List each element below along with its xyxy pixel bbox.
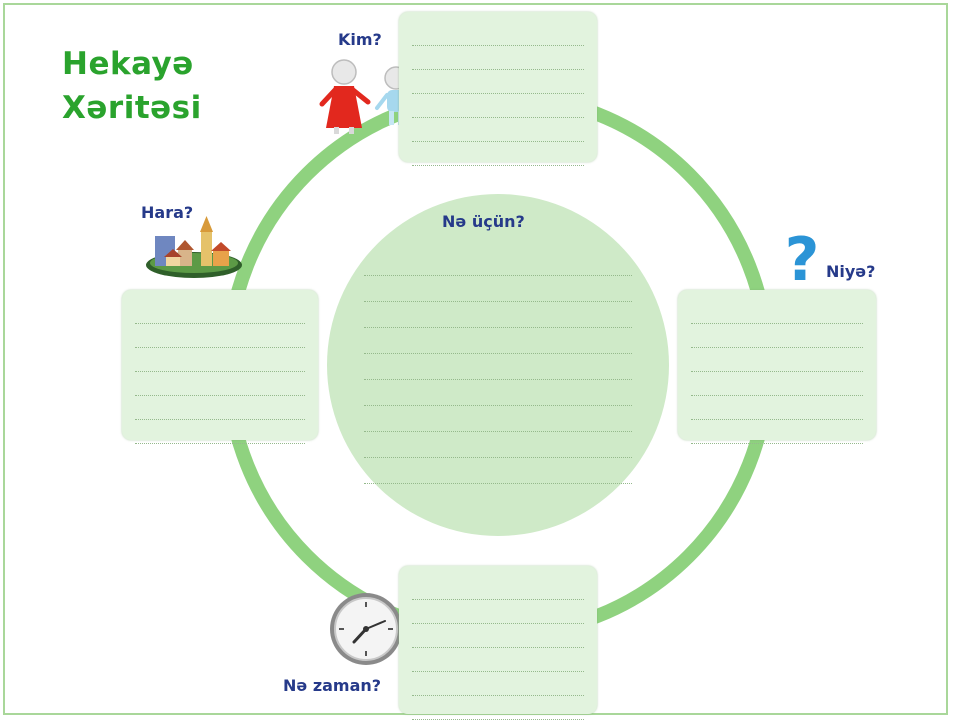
writing-line	[135, 420, 305, 444]
writing-lines	[412, 22, 584, 166]
writing-line	[691, 324, 863, 348]
writing-lines	[691, 300, 863, 444]
question-mark-icon: ?	[785, 225, 820, 295]
writing-line	[412, 672, 584, 696]
writing-line	[135, 372, 305, 396]
writing-line	[691, 372, 863, 396]
writing-line	[412, 600, 584, 624]
writing-line	[135, 348, 305, 372]
label-who: Kim?	[338, 30, 382, 49]
writing-line	[364, 276, 632, 302]
writing-line	[691, 300, 863, 324]
writing-line	[135, 396, 305, 420]
writing-line	[364, 406, 632, 432]
writing-line	[364, 302, 632, 328]
writing-line	[364, 458, 632, 484]
writing-line	[364, 432, 632, 458]
writing-lines	[412, 576, 584, 720]
writing-line	[412, 94, 584, 118]
label-where: Hara?	[141, 203, 194, 222]
label-why: Niyə?	[826, 262, 876, 281]
writing-lines	[135, 300, 305, 444]
writing-line	[412, 648, 584, 672]
title-line-2: Xəritəsi	[62, 90, 202, 126]
writing-line	[412, 696, 584, 720]
writing-line	[412, 118, 584, 142]
writing-box-top[interactable]	[399, 12, 597, 166]
label-when: Nə zaman?	[283, 676, 382, 695]
writing-lines	[364, 250, 632, 484]
label-center: Nə üçün?	[442, 212, 525, 231]
writing-box-bottom[interactable]	[399, 566, 597, 720]
page-title: Hekayə Xəritəsi	[62, 42, 202, 130]
writing-line	[135, 300, 305, 324]
writing-line	[691, 396, 863, 420]
writing-line	[691, 348, 863, 372]
writing-line	[412, 70, 584, 94]
writing-area-center[interactable]	[364, 250, 632, 484]
title-line-1: Hekayə	[62, 46, 194, 82]
writing-line	[412, 46, 584, 70]
writing-line	[691, 420, 863, 444]
writing-line	[412, 142, 584, 166]
town-icon	[146, 216, 242, 278]
writing-line	[412, 624, 584, 648]
writing-box-left[interactable]	[122, 290, 318, 444]
clock-icon	[330, 593, 402, 665]
writing-line	[364, 354, 632, 380]
writing-line	[412, 22, 584, 46]
center-circle	[327, 194, 669, 536]
writing-line	[364, 328, 632, 354]
writing-line	[364, 250, 632, 276]
writing-box-right[interactable]	[678, 290, 876, 444]
writing-line	[412, 576, 584, 600]
writing-line	[135, 324, 305, 348]
writing-line	[364, 380, 632, 406]
